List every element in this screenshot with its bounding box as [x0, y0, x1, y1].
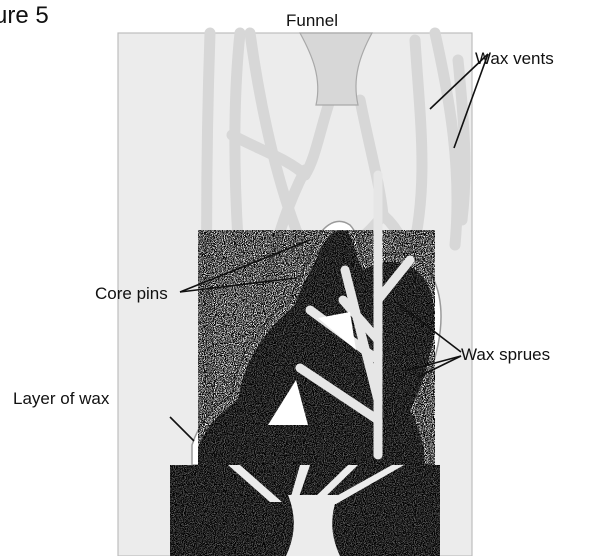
label-core-pins: Core pins — [95, 285, 168, 302]
label-wax-vents: Wax vents — [475, 50, 554, 67]
label-wax-sprues: Wax sprues — [461, 346, 550, 363]
label-layer-of-wax: Layer of wax — [13, 390, 109, 407]
figure-title: ure 5 — [0, 4, 49, 28]
label-funnel: Funnel — [286, 12, 338, 29]
